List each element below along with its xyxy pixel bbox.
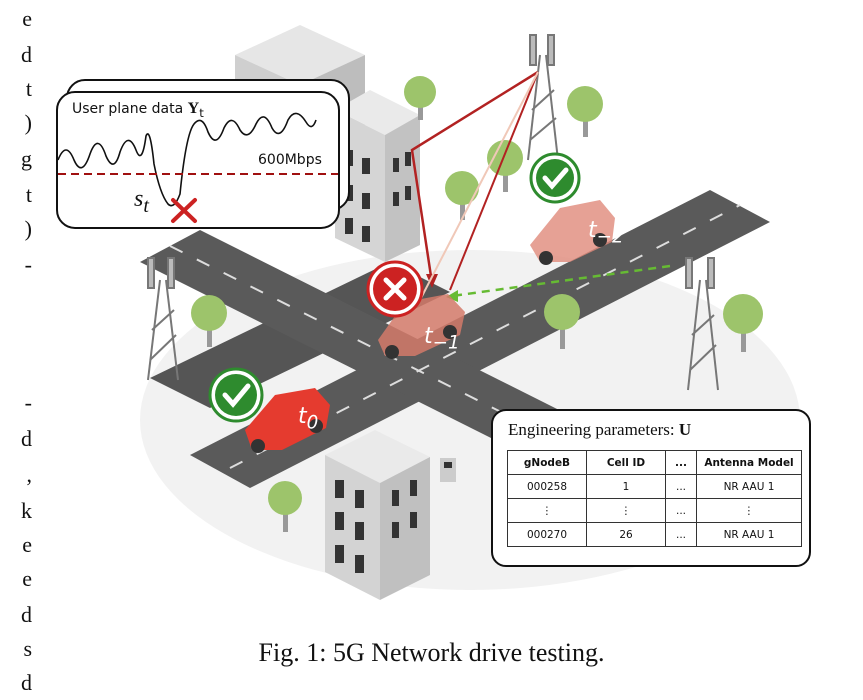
table-cell: ⋮	[696, 498, 802, 523]
margin-char: )	[24, 216, 32, 241]
margin-char: t	[25, 182, 32, 207]
tree-icon	[544, 294, 580, 349]
threshold-label: 600Mbps	[258, 152, 322, 168]
engineering-table: gNodeB Cell ID ... Antenna Model 000258 …	[507, 450, 802, 547]
table-cell: NR AAU 1	[696, 522, 802, 547]
event-label: st	[134, 186, 149, 218]
engineering-title-text: Engineering parameters:	[508, 420, 675, 439]
margin-char: t	[25, 76, 32, 101]
table-cell: ⋮	[507, 498, 587, 523]
antenna-tower-icon	[147, 257, 179, 381]
building-icon	[325, 430, 430, 600]
time-label-sub: −2	[596, 226, 624, 248]
table-cell: 26	[586, 522, 666, 547]
time-label-base: t	[424, 324, 433, 349]
margin-char: g	[21, 146, 32, 171]
time-label-sub: 0	[306, 412, 319, 434]
margin-char: k	[21, 498, 32, 523]
time-label-base: t	[588, 218, 597, 243]
tree-icon	[445, 171, 479, 220]
table-cell: NR AAU 1	[696, 474, 802, 499]
table-cell: 1	[586, 474, 666, 499]
user-plane-panel	[56, 79, 350, 229]
figure-caption: Fig. 1: 5G Network drive testing.	[258, 638, 605, 667]
car-icon	[245, 388, 330, 453]
time-label-sub: −1	[432, 332, 460, 354]
event-label-sub: t	[143, 194, 149, 217]
tree-icon	[723, 294, 763, 352]
margin-char: e	[22, 6, 32, 31]
time-label-t2: t−2	[588, 218, 624, 247]
column-header: Antenna Model	[696, 450, 802, 475]
table-cell: ⋮	[586, 498, 666, 523]
margin-char: e	[22, 532, 32, 557]
margin-char: s	[23, 636, 32, 661]
user-plane-title-text: User plane data	[72, 101, 184, 117]
margin-char: d	[21, 670, 32, 695]
margin-char: ,	[26, 462, 33, 487]
antenna-tower-icon	[527, 34, 559, 161]
car-icon	[530, 200, 615, 265]
margin-char: -	[24, 252, 32, 277]
table-row: ⋮ ⋮ ... ⋮	[507, 498, 802, 523]
user-plane-title: User plane data Yt	[72, 100, 204, 120]
margin-char: d	[21, 602, 32, 627]
tree-icon	[567, 86, 603, 137]
building-icon	[440, 458, 456, 482]
table-row: 000270 26 ... NR AAU 1	[507, 522, 802, 547]
table-cell: 000270	[507, 522, 587, 547]
margin-char: e	[22, 566, 32, 591]
margin-char: -	[24, 390, 32, 415]
table-cell: ...	[665, 498, 697, 523]
column-header: ...	[665, 450, 697, 475]
time-label-t0: t0	[298, 404, 318, 433]
cross-icon	[366, 260, 424, 318]
engineering-symbol: U	[678, 420, 692, 439]
time-label-t1: t−1	[424, 324, 460, 353]
margin-char: )	[24, 110, 32, 135]
link-lines	[410, 70, 671, 302]
column-header: gNodeB	[507, 450, 587, 475]
tree-icon	[487, 140, 523, 192]
table-row: 000258 1 ... NR AAU 1	[507, 474, 802, 499]
table-header-row: gNodeB Cell ID ... Antenna Model	[507, 450, 802, 475]
table-cell: ...	[665, 474, 697, 499]
time-label-base: t	[298, 404, 307, 429]
column-header: Cell ID	[586, 450, 666, 475]
tree-icon	[268, 481, 302, 532]
table-cell: 000258	[507, 474, 587, 499]
antenna-tower-icon	[685, 257, 719, 391]
tree-icon	[191, 295, 227, 347]
table-cell: ...	[665, 522, 697, 547]
user-plane-symbol: Y	[187, 100, 200, 117]
margin-char: d	[21, 42, 32, 67]
margin-char: d	[21, 426, 32, 451]
check-icon	[208, 367, 264, 423]
user-plane-subscript: t	[199, 105, 204, 120]
check-icon	[529, 152, 581, 204]
engineering-title: Engineering parameters: U	[508, 420, 691, 440]
tree-icon	[404, 76, 436, 120]
event-label-base: s	[134, 186, 144, 212]
